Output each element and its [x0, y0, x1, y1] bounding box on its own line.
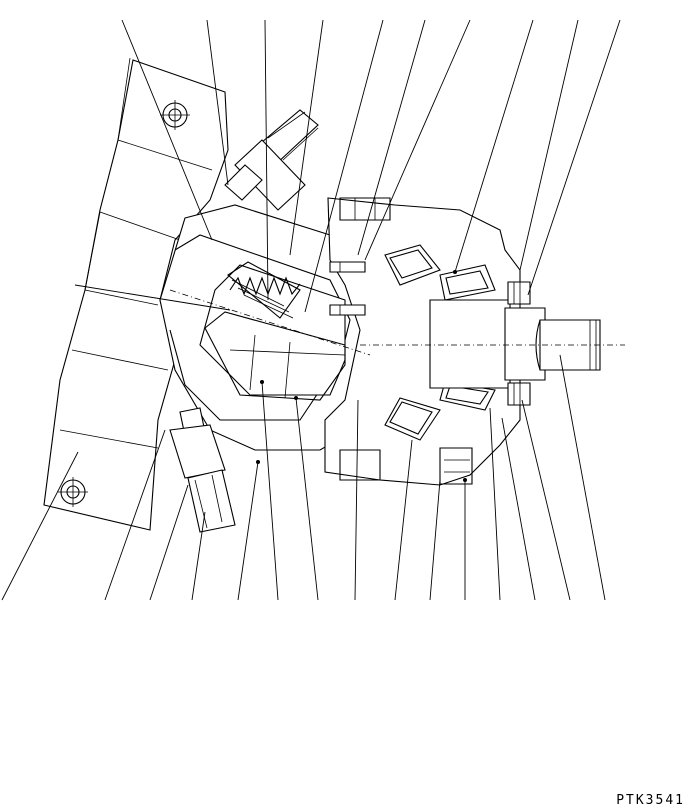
shaft-seal-lower: [508, 383, 530, 405]
drive-shaft: [430, 300, 600, 388]
flange-bolt-hole-top: [160, 100, 190, 130]
leader-dots: [256, 270, 467, 482]
shaft-centerline: [170, 290, 625, 355]
bearing-upper-front: [385, 245, 440, 285]
drawing-code-label: PTK3541: [616, 793, 685, 808]
leader-lines-bottom: [2, 355, 625, 600]
bearing-upper-rear: [440, 265, 495, 300]
leader-line-left: [75, 285, 230, 310]
bottom-fitting: [170, 408, 235, 532]
flange-bolt-hole-bottom: [58, 477, 88, 507]
piston-spring: [230, 278, 300, 294]
leader-lines-top: [122, 20, 620, 312]
bearing-lower-front: [385, 398, 440, 440]
shaft-seal-upper: [508, 282, 530, 304]
valve-plate-bolt-upper: [330, 262, 365, 272]
valve-plate-bolt-lower: [330, 305, 365, 315]
top-control-cylinder: [225, 110, 318, 210]
